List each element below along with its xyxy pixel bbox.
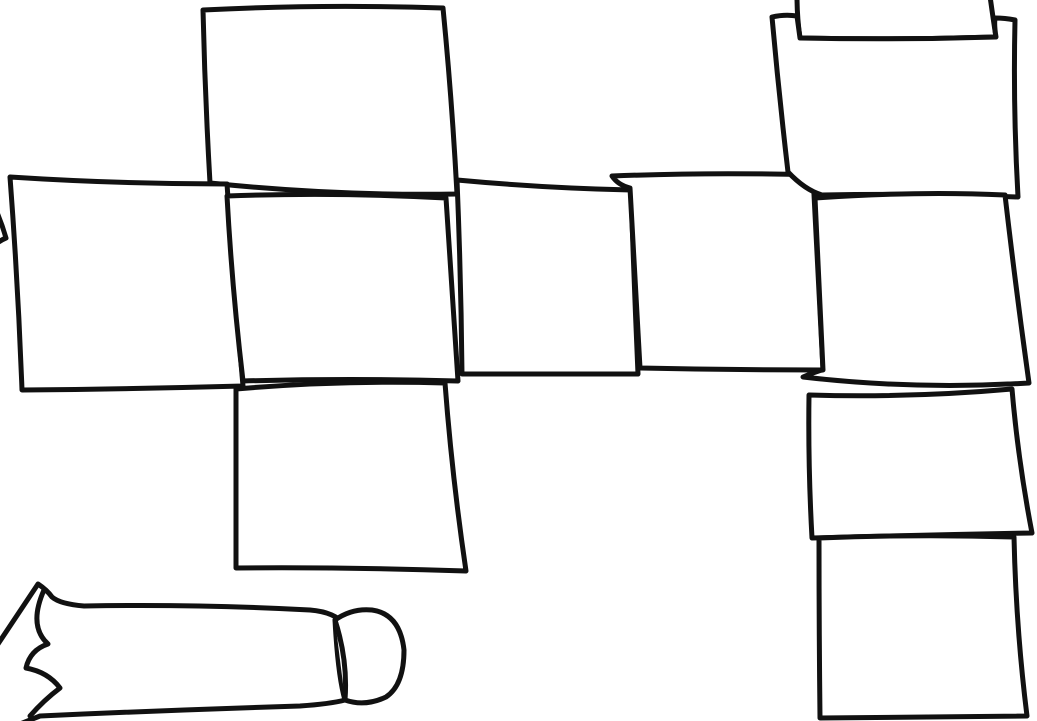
- path-square: [457, 180, 638, 374]
- path-square: [809, 389, 1032, 538]
- path-square: [612, 174, 823, 370]
- path-square: [819, 536, 1027, 718]
- path-square: [10, 177, 243, 390]
- path-square: [203, 6, 457, 194]
- path-square: [797, 0, 996, 39]
- path-square: [227, 194, 458, 381]
- path-square: [803, 194, 1029, 386]
- path-square: [772, 15, 1018, 197]
- arrow-tip-mark: [0, 210, 6, 244]
- pencil-icon: [0, 584, 345, 721]
- path-square: [236, 382, 466, 571]
